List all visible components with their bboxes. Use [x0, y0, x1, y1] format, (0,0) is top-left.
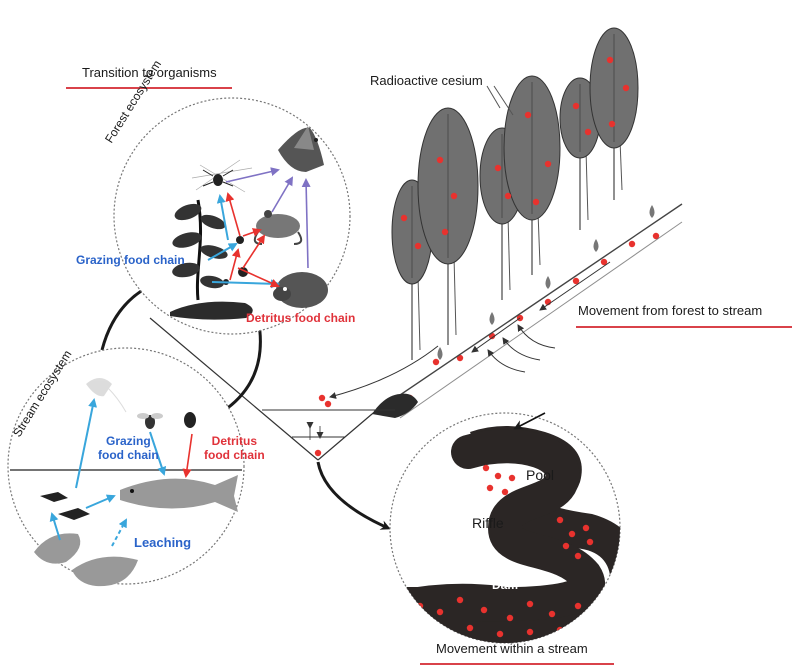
cesium-particle [526, 600, 534, 608]
cesium-particle [436, 156, 444, 164]
mayfly-icon [86, 378, 127, 413]
cesium-particle [526, 628, 534, 636]
cesium-particle [556, 516, 564, 524]
cesium-particle [450, 192, 458, 200]
larva-icon [58, 508, 90, 520]
flow-direction-arrow [513, 412, 546, 430]
cesium-particle [486, 484, 494, 492]
cesium-drop [545, 276, 551, 289]
aquatic-insect-icon [40, 492, 68, 502]
beetle-icon [184, 412, 196, 428]
cesium-particle [456, 596, 464, 604]
cesium-particle [524, 111, 532, 119]
cesium-drop [489, 312, 495, 325]
cesium-particle [314, 449, 322, 457]
cesium-particle [586, 538, 594, 546]
cesium-particle [652, 232, 660, 240]
cesium-drop [437, 347, 443, 360]
plant-icon [172, 199, 228, 301]
pool-label: Pool [526, 467, 555, 483]
cesium-particle [324, 400, 332, 408]
cesium-particle [494, 164, 502, 172]
cesium-particle [532, 198, 540, 206]
cesium-particle [548, 610, 556, 618]
cesium-particle [600, 258, 608, 266]
cesium-particle [572, 102, 580, 110]
cesium-particle [436, 608, 444, 616]
cesium-particle [318, 394, 326, 402]
spider-icon [191, 159, 253, 193]
within-stream-heading: Movement within a stream [436, 641, 588, 656]
insect-icon [236, 236, 244, 244]
cesium-particle [608, 120, 616, 128]
cesium-particle [506, 614, 514, 622]
within-stream-underline [420, 663, 614, 665]
hillside-slope [371, 203, 683, 419]
cesium-particle [616, 590, 620, 598]
cesium-particle [574, 602, 582, 610]
forest-to-stream-heading: Movement from forest to stream [578, 303, 763, 318]
tree-trunk [537, 211, 541, 266]
cesium-particle [568, 530, 576, 538]
stream-ecosystem-circle [7, 347, 245, 587]
cesium-particle [504, 192, 512, 200]
fish-icon [120, 475, 238, 512]
cesium-particle [466, 624, 474, 632]
cesium-particle [480, 606, 488, 614]
cesium-particle [414, 242, 422, 250]
cesium-particle [628, 240, 636, 248]
cesium-particle [508, 474, 516, 482]
shrew-icon [273, 272, 328, 308]
leaf-icon [72, 556, 138, 587]
transition-underline [66, 87, 232, 89]
cesium-particle [582, 524, 590, 532]
cesium-particle [584, 128, 592, 136]
forest-grazing-label: Grazing food chain [76, 253, 185, 267]
tree-trunk [417, 275, 421, 351]
cesium-particle [441, 228, 449, 236]
forest-ecosystem-circle [113, 97, 351, 335]
stream-detritus-label: Detritus food chain [204, 434, 265, 462]
cesium-particle [436, 626, 444, 634]
cesium-label: Radioactive cesium [370, 73, 483, 88]
cesium-particle [544, 160, 552, 168]
cesium-particle [574, 552, 582, 560]
tree-trunk [585, 149, 589, 221]
stream-detail-circle [389, 412, 621, 644]
stream-grazing-label: Grazing food chain [98, 434, 159, 462]
cesium-particle [586, 624, 594, 632]
tree-trunk [507, 215, 511, 291]
bird-icon [278, 126, 324, 172]
dam-label: Dam [492, 578, 519, 592]
cesium-particle [456, 354, 464, 362]
cesium-particle [432, 358, 440, 366]
leaching-label: Leaching [134, 535, 192, 550]
stream-cross-section [149, 317, 395, 461]
cesium-drop [649, 205, 655, 218]
cesium-particle [494, 472, 502, 480]
cesium-particle [562, 542, 570, 550]
cesium-particle [596, 608, 604, 616]
leaf-icon [34, 533, 81, 564]
cesium-particle [622, 84, 630, 92]
forest-trees [314, 27, 660, 457]
transition-heading: Transition to organisms [82, 65, 217, 80]
cesium-particle [501, 488, 509, 496]
cesium-particle [482, 464, 490, 472]
litter-fall-arrow [329, 345, 439, 399]
cesium-particle [496, 630, 504, 638]
cesium-particle [606, 56, 614, 64]
cesium-particle [572, 277, 580, 285]
cesium-pointer-lines [486, 85, 514, 116]
tree-trunk [619, 139, 623, 191]
cesium-drop [593, 239, 599, 252]
tree-trunk [453, 255, 457, 336]
riffle-label: Riffle [472, 515, 504, 531]
fly-icon [137, 413, 163, 429]
forest-to-stream-underline [576, 326, 792, 328]
cesium-particle [612, 610, 620, 618]
cesium-particle [400, 214, 408, 222]
forest-detritus-label: Detritus food chain [246, 311, 356, 325]
